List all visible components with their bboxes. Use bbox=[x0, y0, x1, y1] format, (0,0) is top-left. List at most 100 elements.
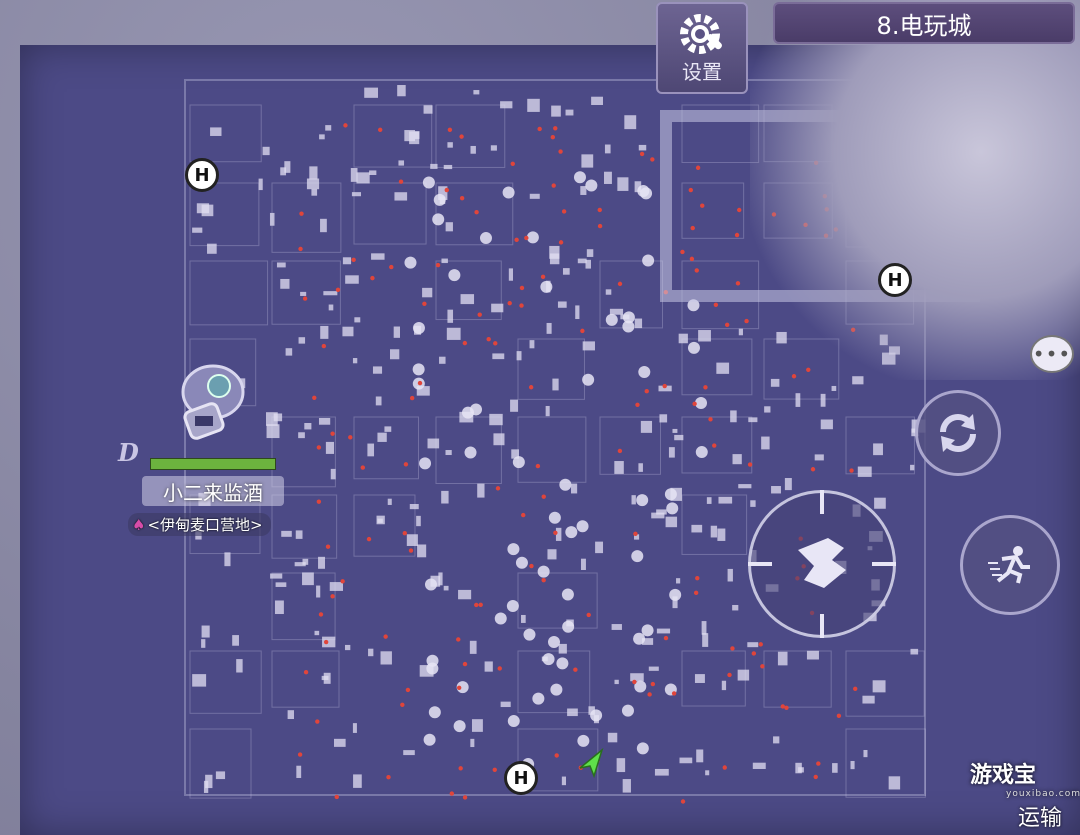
loot-dot bbox=[535, 463, 541, 469]
loot-dot bbox=[671, 691, 677, 696]
map-furniture bbox=[470, 738, 475, 748]
map-furniture bbox=[325, 125, 332, 131]
settings-button[interactable]: 设置 bbox=[656, 2, 748, 94]
player-position-marker bbox=[576, 747, 606, 782]
loot-dot bbox=[335, 287, 341, 293]
map-furniture bbox=[874, 497, 886, 509]
map-furniture bbox=[630, 673, 644, 682]
loot-dot bbox=[456, 685, 462, 690]
player-name-label: 小二来监酒 bbox=[142, 476, 284, 506]
map-furniture bbox=[325, 441, 335, 454]
map-furniture bbox=[910, 464, 915, 471]
map-table bbox=[540, 280, 553, 293]
map-furniture bbox=[873, 443, 883, 456]
loot-dot bbox=[495, 486, 501, 491]
map-table bbox=[422, 176, 435, 189]
map-furniture bbox=[605, 289, 612, 295]
map-table bbox=[621, 704, 634, 717]
map-table bbox=[666, 502, 679, 515]
map-furniture bbox=[328, 304, 334, 311]
map-table bbox=[577, 734, 590, 747]
map-furniture bbox=[516, 351, 522, 361]
loot-dot bbox=[541, 577, 546, 583]
map-furniture bbox=[832, 763, 838, 773]
map-furniture bbox=[659, 414, 668, 423]
grade-letter: D bbox=[118, 438, 139, 467]
loot-dot bbox=[524, 235, 529, 241]
map-furniture bbox=[577, 258, 587, 264]
map-furniture bbox=[280, 278, 290, 289]
map-room bbox=[845, 416, 915, 475]
map-furniture bbox=[604, 171, 612, 184]
sprint-button[interactable] bbox=[960, 515, 1060, 615]
map-furniture bbox=[364, 87, 379, 98]
map-furniture bbox=[491, 303, 504, 313]
map-furniture bbox=[716, 362, 730, 374]
map-furniture bbox=[658, 385, 672, 392]
map-furniture bbox=[269, 212, 275, 226]
map-table bbox=[502, 186, 515, 199]
map-table bbox=[695, 446, 708, 459]
loot-dot bbox=[318, 612, 324, 617]
map-room bbox=[517, 416, 587, 483]
map-furniture bbox=[561, 776, 567, 786]
helipad-marker[interactable]: H bbox=[878, 263, 912, 297]
map-table bbox=[590, 709, 603, 722]
map-furniture bbox=[730, 410, 737, 423]
aim-button[interactable] bbox=[748, 490, 896, 638]
map-furniture bbox=[409, 503, 419, 510]
map-furniture bbox=[295, 530, 303, 539]
map-furniture bbox=[404, 130, 416, 142]
map-furniture bbox=[296, 765, 302, 778]
loot-dot bbox=[689, 256, 695, 262]
map-furniture bbox=[276, 262, 286, 268]
map-furniture bbox=[604, 144, 611, 154]
chat-button[interactable]: ••• bbox=[1030, 335, 1074, 373]
map-furniture bbox=[732, 454, 742, 465]
loot-dot bbox=[315, 719, 320, 724]
swap-weapon-button[interactable] bbox=[915, 390, 1001, 476]
map-table bbox=[669, 588, 682, 601]
loot-dot bbox=[806, 367, 811, 372]
map-furniture bbox=[571, 483, 578, 494]
loot-dot bbox=[348, 435, 353, 440]
loot-dot bbox=[312, 395, 317, 400]
map-furniture bbox=[192, 227, 203, 233]
map-room bbox=[189, 728, 252, 799]
map-furniture bbox=[558, 643, 567, 654]
map-furniture bbox=[721, 680, 727, 691]
map-furniture bbox=[393, 326, 400, 338]
helipad-marker[interactable]: H bbox=[185, 158, 219, 192]
map-furniture bbox=[298, 432, 305, 439]
map-furniture bbox=[262, 146, 270, 156]
loot-dot bbox=[737, 207, 742, 213]
map-furniture bbox=[634, 534, 640, 540]
map-furniture bbox=[551, 105, 561, 117]
loot-dot bbox=[408, 548, 414, 553]
map-furniture bbox=[352, 723, 357, 733]
refresh-icon bbox=[940, 414, 976, 452]
watermark-text: 游戏宝 bbox=[970, 763, 1037, 788]
helipad-marker[interactable]: H bbox=[504, 761, 538, 795]
map-furniture bbox=[371, 253, 385, 260]
loot-dot bbox=[370, 275, 375, 281]
map-furniture bbox=[207, 243, 217, 254]
map-furniture bbox=[389, 349, 400, 360]
map-table bbox=[573, 171, 586, 184]
map-furniture bbox=[302, 572, 314, 586]
character-portrait[interactable] bbox=[165, 352, 255, 447]
map-furniture bbox=[852, 376, 864, 385]
map-furniture bbox=[738, 328, 743, 336]
map-furniture bbox=[398, 160, 405, 166]
map-furniture bbox=[565, 109, 574, 116]
loot-dot bbox=[744, 318, 749, 324]
map-furniture bbox=[656, 628, 671, 634]
map-furniture bbox=[710, 525, 718, 538]
map-table bbox=[695, 396, 708, 409]
map-furniture bbox=[275, 582, 287, 587]
map-furniture bbox=[403, 750, 415, 756]
map-room bbox=[517, 338, 585, 400]
map-table bbox=[585, 179, 598, 192]
map-room bbox=[189, 104, 262, 163]
map-table bbox=[412, 363, 425, 376]
